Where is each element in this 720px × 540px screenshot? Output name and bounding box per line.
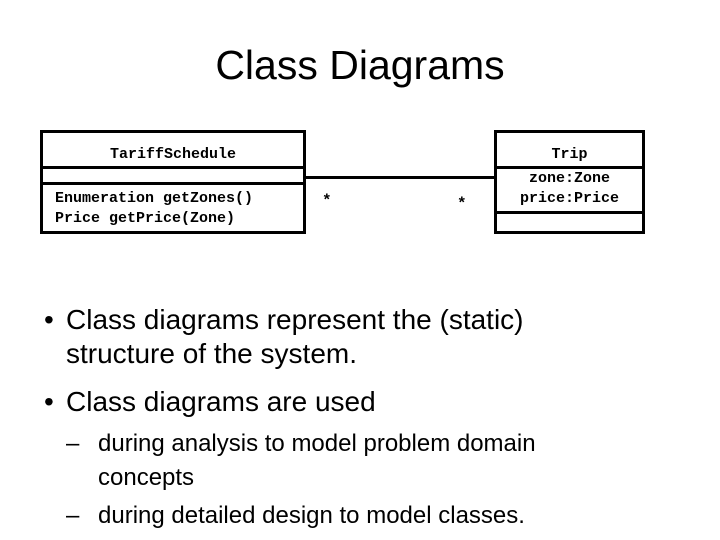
- operation: Price getPrice(Zone): [55, 210, 236, 227]
- class-trip: Trip zone:Zone price:Price: [494, 130, 645, 234]
- bullet-text: Class diagrams are used: [66, 386, 376, 417]
- class-name: Trip: [497, 133, 642, 169]
- sub-bullet-item: – during analysis to model problem domai…: [66, 427, 536, 495]
- class-name: TariffSchedule: [43, 133, 303, 169]
- left-multiplicity: *: [322, 192, 332, 210]
- attributes-compartment: [43, 169, 303, 185]
- attributes-compartment: zone:Zone price:Price: [497, 169, 642, 214]
- operations-compartment: Enumeration getZones() Price getPrice(Zo…: [43, 185, 303, 229]
- bullet-item: • Class diagrams are used: [44, 385, 376, 419]
- bullet-item: • Class diagrams represent the (static) …: [44, 303, 524, 371]
- class-tariffschedule: TariffSchedule Enumeration getZones() Pr…: [40, 130, 306, 234]
- attribute: zone:Zone: [528, 170, 610, 187]
- association-line: [305, 176, 494, 179]
- dash-icon: –: [66, 430, 80, 457]
- bullet-text: structure of the system.: [66, 338, 357, 369]
- sub-bullet-text: during analysis to model problem domain: [98, 430, 536, 457]
- bullet-text: Class diagrams represent the (static): [66, 304, 524, 335]
- right-multiplicity: *: [457, 195, 467, 213]
- sub-bullet-item: – during detailed design to model classe…: [66, 499, 525, 533]
- dash-icon: –: [66, 502, 80, 529]
- sub-bullet-text: concepts: [98, 464, 195, 491]
- bullet-icon: •: [44, 304, 54, 335]
- slide-title: Class Diagrams: [215, 42, 505, 88]
- bullet-icon: •: [44, 386, 54, 417]
- sub-bullet-text: during detailed design to model classes.: [98, 502, 525, 529]
- attribute: price:Price: [519, 190, 620, 207]
- operation: Enumeration getZones(): [55, 190, 254, 207]
